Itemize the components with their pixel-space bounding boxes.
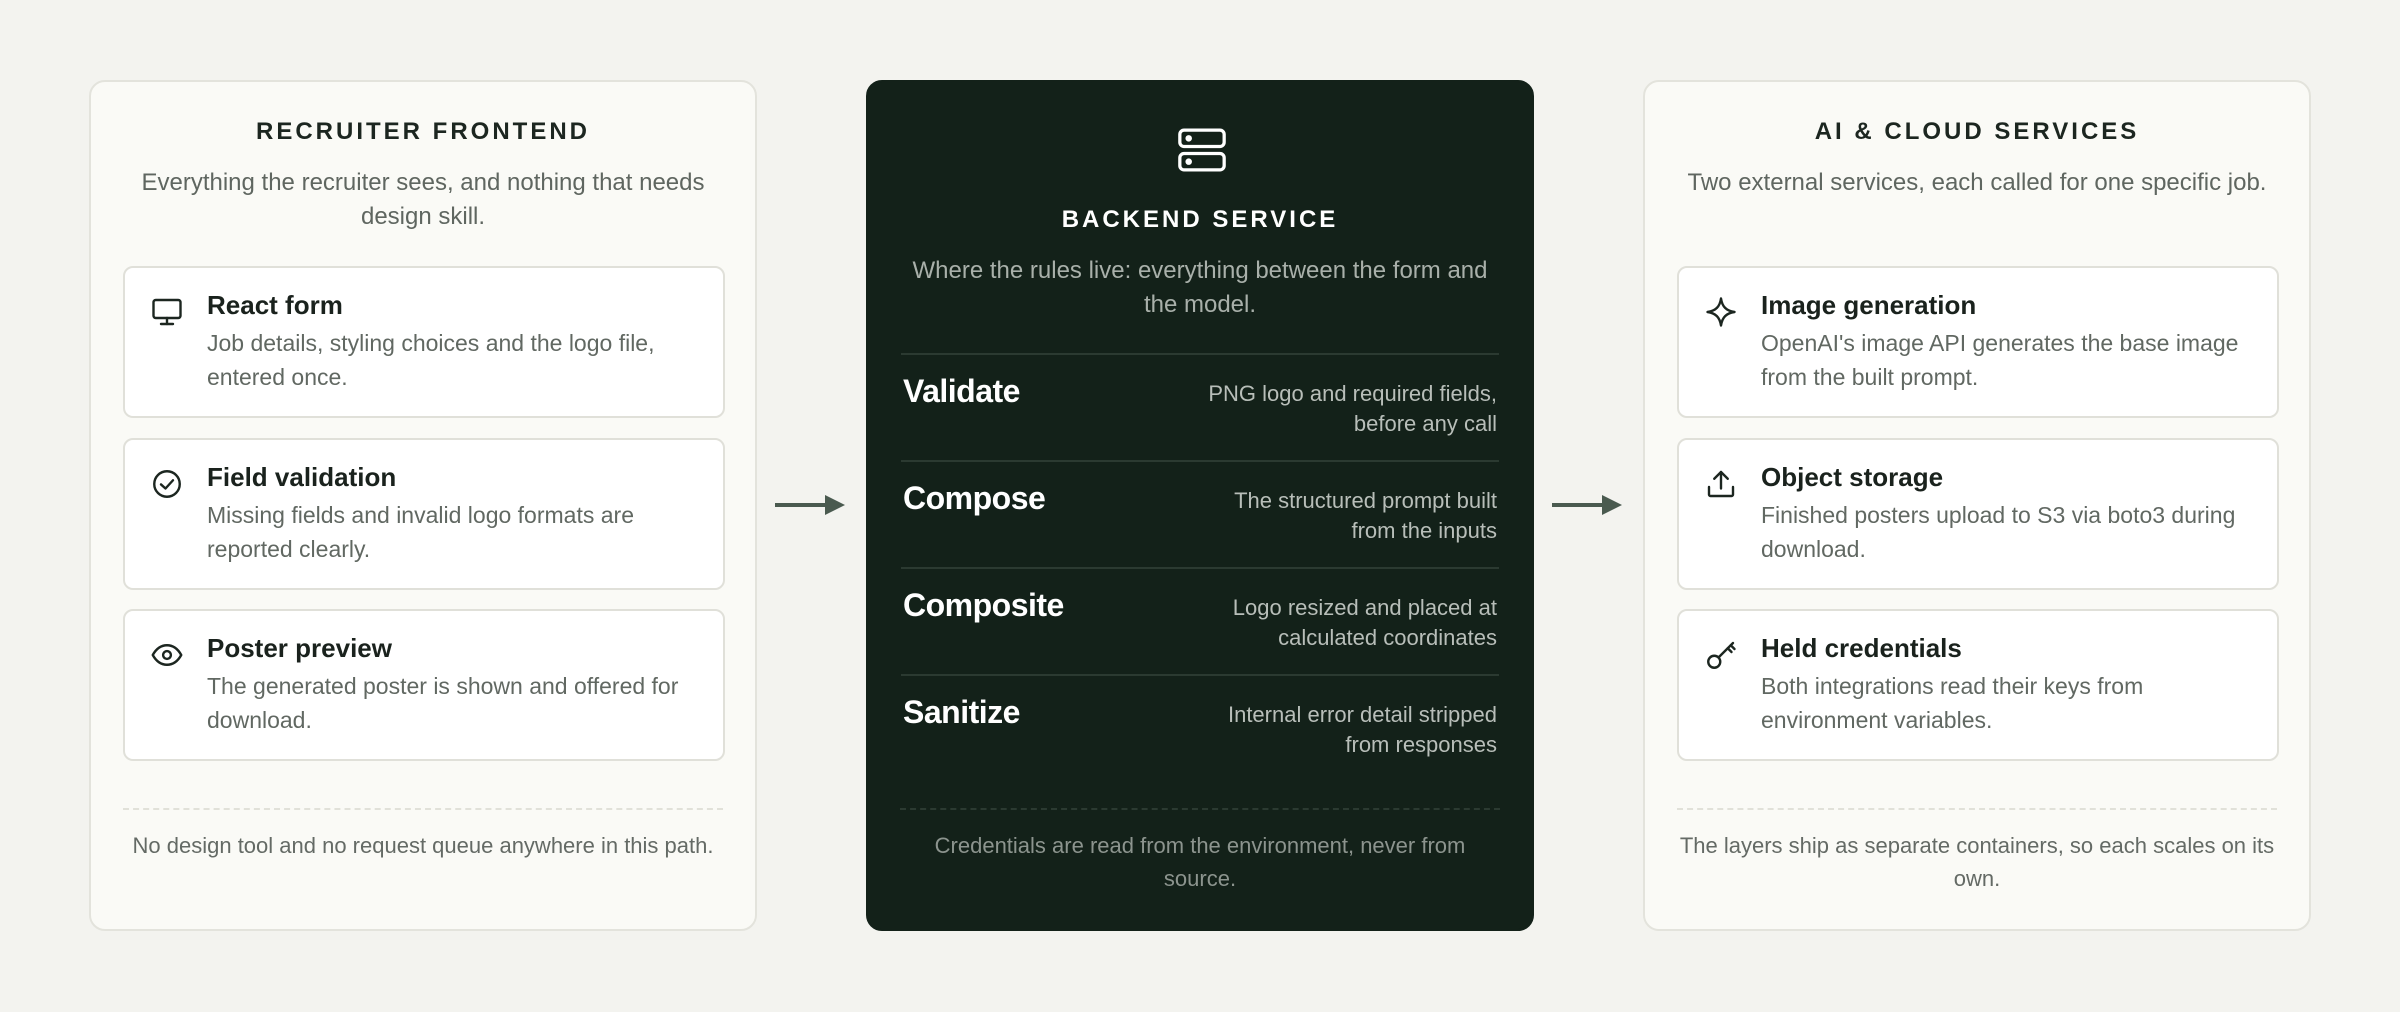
- step-list: Validate PNG logo and required fields, b…: [901, 353, 1499, 783]
- card-description: OpenAI's image API generates the base im…: [1761, 330, 2239, 390]
- card-title: Held credentials: [1761, 633, 1962, 663]
- step-compose: Compose The structured prompt built from…: [901, 462, 1499, 569]
- panel-footer: Credentials are read from the environmen…: [934, 833, 1466, 891]
- panel-description: Two external services, each called for o…: [1687, 169, 2267, 196]
- card-title: Field validation: [207, 462, 397, 492]
- card-description: The generated poster is shown and offere…: [207, 673, 679, 733]
- panel-footer: No design tool and no request queue anyw…: [132, 833, 714, 858]
- eye-icon: [151, 644, 183, 666]
- upload-icon: [1707, 470, 1735, 498]
- card-object-storage: Object storage Finished posters upload t…: [1677, 438, 2279, 590]
- panel-description: Everything the recruiter sees, and nothi…: [141, 169, 705, 230]
- arrow-right-icon: [1552, 495, 1622, 515]
- card-title: Poster preview: [207, 633, 392, 663]
- arrow-right-icon: [775, 495, 845, 515]
- panel-title: RECRUITER FRONTEND: [256, 118, 590, 145]
- card-description: Missing fields and invalid logo formats …: [207, 502, 634, 562]
- card-held-credentials: Held credentials Both integrations read …: [1677, 609, 2279, 761]
- backend-service-panel: BACKEND SERVICE Where the rules live: ev…: [866, 80, 1534, 931]
- card-image-generation: Image generation OpenAI's image API gene…: [1677, 266, 2279, 418]
- card-title: Object storage: [1761, 462, 1944, 492]
- panel-title: AI & CLOUD SERVICES: [1814, 118, 2140, 145]
- monitor-icon: [152, 298, 182, 326]
- card-description: Finished posters upload to S3 via boto3 …: [1761, 502, 2236, 562]
- check-circle-icon: [153, 470, 181, 498]
- step-description: Internal error detail stripped from resp…: [1227, 702, 1497, 757]
- card-title: Image generation: [1761, 290, 1977, 320]
- step-description: PNG logo and required fields, before any…: [1208, 381, 1497, 436]
- step-description: The structured prompt built from the inp…: [1234, 488, 1497, 543]
- card-title: React form: [207, 290, 343, 320]
- divider: [1677, 808, 2277, 810]
- key-icon: [1707, 641, 1736, 669]
- step-name: Validate: [903, 373, 1020, 409]
- step-name: Composite: [903, 587, 1064, 623]
- divider: [900, 808, 1500, 810]
- card-poster-preview: Poster preview The generated poster is s…: [123, 609, 725, 761]
- panel-description: Where the rules live: everything between…: [912, 257, 1488, 318]
- card-field-validation: Field validation Missing fields and inva…: [123, 438, 725, 590]
- step-composite: Composite Logo resized and placed at cal…: [901, 569, 1499, 676]
- card-react-form: React form Job details, styling choices …: [123, 266, 725, 418]
- panel-title: BACKEND SERVICE: [1061, 206, 1339, 233]
- card-description: Job details, styling choices and the log…: [207, 330, 655, 390]
- step-description: Logo resized and placed at calculated co…: [1232, 595, 1497, 650]
- step-sanitize: Sanitize Internal error detail stripped …: [901, 676, 1499, 783]
- step-name: Compose: [903, 480, 1046, 516]
- recruiter-frontend-panel: RECRUITER FRONTEND Everything the recrui…: [89, 80, 757, 931]
- card-description: Both integrations read their keys from e…: [1761, 673, 2144, 733]
- ai-cloud-services-panel: AI & CLOUD SERVICES Two external service…: [1643, 80, 2311, 931]
- step-name: Sanitize: [903, 694, 1020, 730]
- panel-footer: The layers ship as separate containers, …: [1679, 833, 2275, 891]
- step-validate: Validate PNG logo and required fields, b…: [901, 355, 1499, 462]
- sparkle-icon: [1706, 297, 1736, 327]
- server-icon: [1178, 128, 1226, 172]
- divider: [123, 808, 723, 810]
